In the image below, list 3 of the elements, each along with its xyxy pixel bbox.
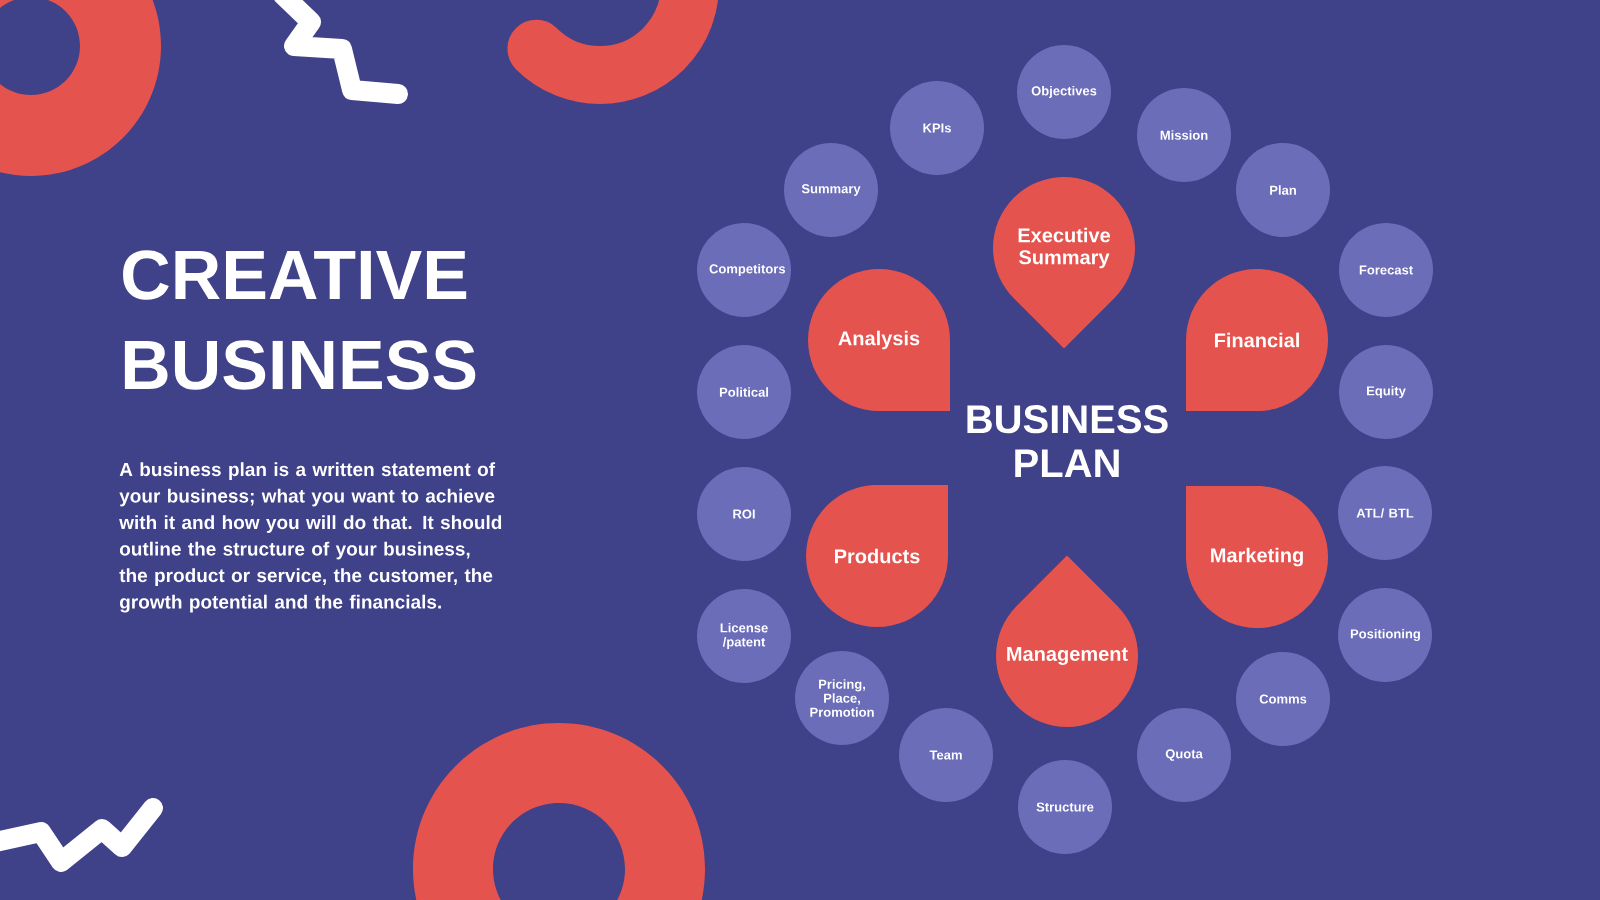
heading: CREATIVE BUSINESS <box>123 250 476 390</box>
center-title: BUSINESS PLAN <box>967 405 1168 477</box>
description-text: A business plan is a written statement of your business; what you want to achieve with it and how you will do that. It should outline the structure of your business, the product or service, the customer, the growth potential and the financials. <box>119 462 502 613</box>
